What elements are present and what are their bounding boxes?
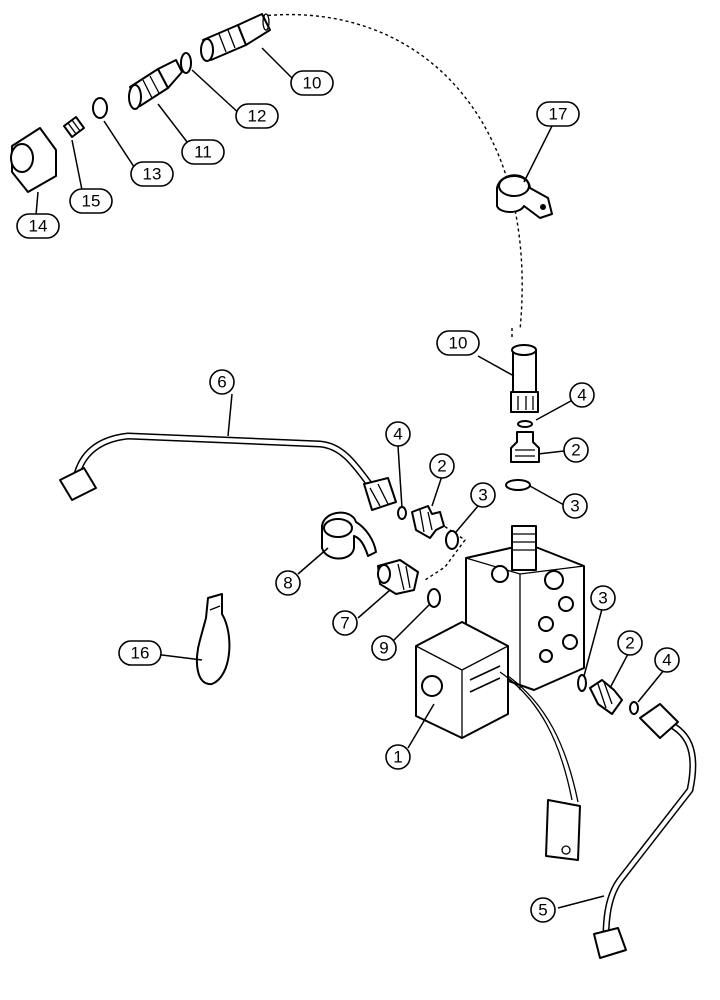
callout-13: 13 bbox=[130, 161, 174, 187]
callout-10: 10 bbox=[290, 70, 334, 96]
callout-4: 4 bbox=[385, 421, 411, 447]
callout-leader bbox=[557, 895, 605, 909]
adapter-fitting bbox=[128, 59, 183, 110]
callout-2: 2 bbox=[563, 437, 589, 463]
svg-text:9: 9 bbox=[379, 639, 388, 658]
o-ring bbox=[180, 52, 192, 74]
callout-leader bbox=[431, 475, 443, 507]
plug-fitting bbox=[63, 116, 85, 138]
callout-1: 1 bbox=[385, 744, 411, 770]
svg-text:14: 14 bbox=[29, 217, 48, 236]
o-ring bbox=[505, 479, 531, 491]
svg-text:10: 10 bbox=[303, 74, 322, 93]
connector-fitting bbox=[589, 679, 623, 715]
svg-text:3: 3 bbox=[478, 486, 487, 505]
o-ring bbox=[427, 588, 441, 608]
callout-leader bbox=[153, 653, 203, 661]
svg-text:2: 2 bbox=[437, 457, 446, 476]
hose-clamp bbox=[496, 174, 553, 219]
callout-leader bbox=[537, 450, 565, 455]
svg-text:6: 6 bbox=[217, 373, 226, 392]
callout-leader bbox=[357, 589, 391, 619]
callout-6: 6 bbox=[209, 369, 235, 395]
callout-leader bbox=[297, 547, 329, 575]
callout-9: 9 bbox=[371, 635, 397, 661]
callout-leader bbox=[35, 191, 39, 216]
callout-8: 8 bbox=[275, 570, 301, 596]
callout-leader bbox=[583, 608, 603, 677]
svg-text:8: 8 bbox=[283, 574, 292, 593]
callout-17: 17 bbox=[536, 101, 580, 127]
hose-route-line bbox=[261, 14, 523, 331]
svg-text:11: 11 bbox=[194, 143, 212, 162]
callout-2: 2 bbox=[429, 453, 455, 479]
o-ring bbox=[445, 530, 459, 550]
callout-3: 3 bbox=[470, 482, 496, 508]
o-ring bbox=[577, 674, 587, 692]
o-ring bbox=[517, 420, 533, 428]
svg-text:7: 7 bbox=[340, 614, 349, 633]
callout-leader bbox=[261, 47, 297, 83]
callout-leader bbox=[477, 355, 515, 377]
o-ring bbox=[629, 701, 639, 715]
connector-fitting bbox=[510, 431, 540, 463]
elbow-fitting bbox=[377, 559, 419, 595]
callout-3: 3 bbox=[590, 585, 616, 611]
callout-3: 3 bbox=[562, 493, 588, 519]
svg-text:16: 16 bbox=[131, 644, 150, 663]
callout-16: 16 bbox=[118, 640, 162, 666]
svg-text:4: 4 bbox=[662, 651, 671, 670]
hydraulic-tube bbox=[593, 703, 697, 959]
callout-leader bbox=[397, 445, 403, 509]
protective-cap bbox=[321, 511, 377, 560]
callout-leader bbox=[455, 505, 479, 533]
svg-text:3: 3 bbox=[570, 497, 579, 516]
callout-leader bbox=[609, 653, 629, 689]
callout-12: 12 bbox=[235, 103, 279, 129]
o-ring bbox=[92, 97, 108, 119]
callout-leader bbox=[523, 125, 553, 183]
callout-14: 14 bbox=[16, 213, 60, 239]
callout-leader bbox=[227, 393, 233, 437]
solenoid-valve-block bbox=[415, 525, 585, 803]
svg-text:2: 2 bbox=[571, 441, 580, 460]
callout-5: 5 bbox=[530, 897, 556, 923]
callout-leader bbox=[191, 69, 243, 117]
electrical-connector bbox=[545, 799, 581, 861]
svg-text:12: 12 bbox=[248, 107, 267, 126]
callout-leader bbox=[529, 485, 565, 506]
callout-leader bbox=[637, 669, 665, 703]
svg-text:13: 13 bbox=[143, 165, 162, 184]
callout-leader bbox=[103, 120, 139, 174]
svg-text:3: 3 bbox=[598, 589, 607, 608]
callout-15: 15 bbox=[69, 188, 113, 214]
svg-text:2: 2 bbox=[625, 634, 634, 653]
callout-7: 7 bbox=[332, 610, 358, 636]
svg-text:17: 17 bbox=[549, 105, 568, 124]
callout-leader bbox=[407, 703, 435, 749]
callout-11: 11 bbox=[181, 139, 225, 165]
callout-4: 4 bbox=[654, 647, 680, 673]
hose-end-fitting bbox=[200, 13, 271, 62]
hydraulic-tube bbox=[59, 432, 397, 511]
svg-text:10: 10 bbox=[449, 334, 468, 353]
callout-2: 2 bbox=[617, 630, 643, 656]
svg-text:5: 5 bbox=[538, 901, 547, 920]
svg-text:4: 4 bbox=[393, 425, 402, 444]
callout-leader bbox=[391, 603, 431, 643]
callout-4: 4 bbox=[569, 382, 595, 408]
dust-cap bbox=[10, 127, 57, 193]
svg-text:15: 15 bbox=[82, 192, 101, 211]
cable-tie bbox=[195, 593, 231, 686]
callout-10: 10 bbox=[436, 330, 480, 356]
svg-text:4: 4 bbox=[577, 386, 586, 405]
connector-fitting bbox=[411, 505, 445, 539]
hose-end-fitting bbox=[510, 344, 539, 413]
o-ring bbox=[397, 506, 407, 520]
svg-text:1: 1 bbox=[393, 748, 402, 767]
